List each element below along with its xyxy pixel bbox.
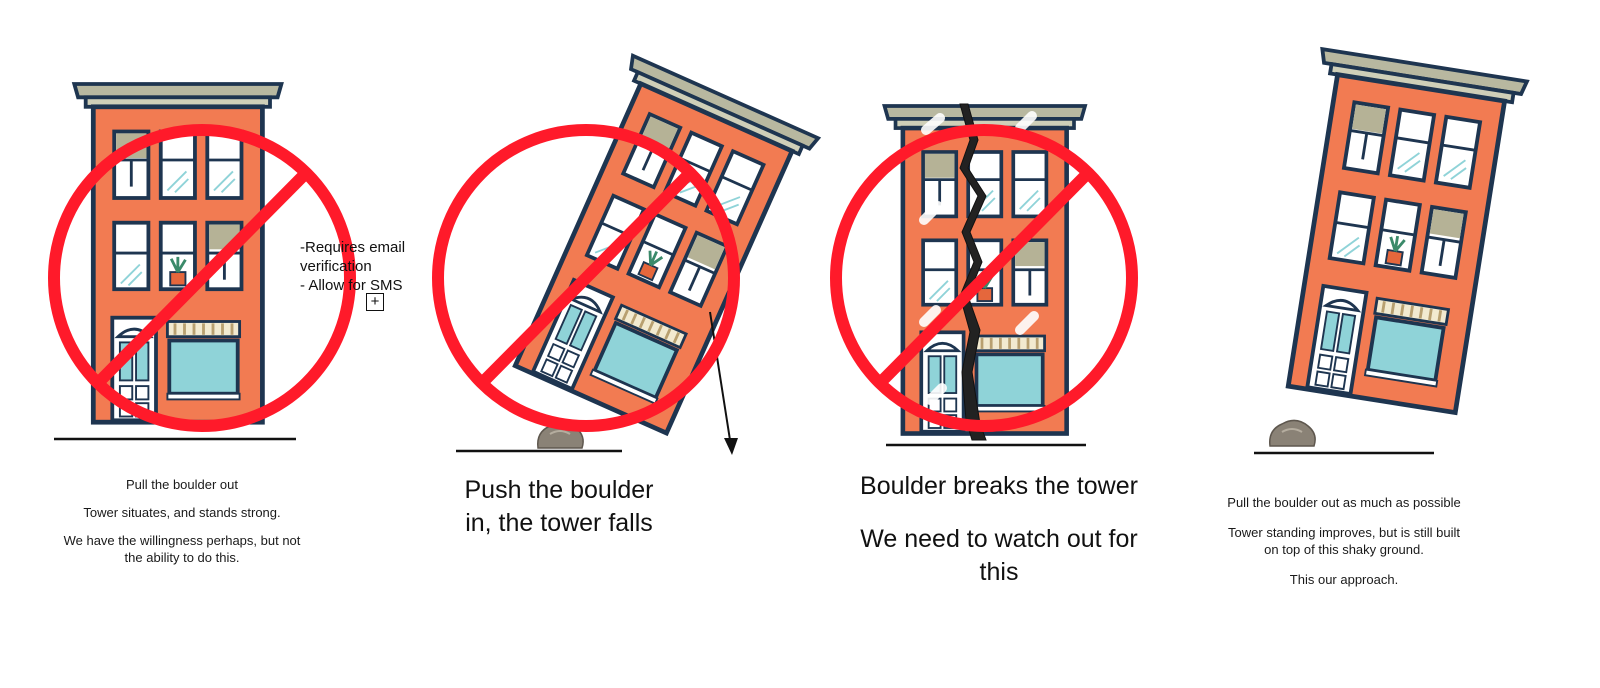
caption-text: Push the boulder in, the tower falls <box>464 476 654 537</box>
caption-group-2: Push the boulder in, the tower falls <box>448 474 670 540</box>
expand-plus-icon[interactable]: + <box>366 293 384 311</box>
caption-text: Tower standing improves, but is still bu… <box>1228 525 1460 557</box>
crack <box>959 103 987 441</box>
caption-text: We need to watch out for this <box>860 525 1138 586</box>
panel-approach: Pull the boulder out as much as possible… <box>1180 0 1600 688</box>
caption-group-4: Pull the boulder out as much as possible… <box>1222 494 1466 588</box>
caption-text: This our approach. <box>1289 572 1399 587</box>
caption-text: We have the willingness perhaps, but not… <box>63 533 301 565</box>
boulder <box>1268 419 1317 447</box>
caption-text: Tower situates, and stands strong. <box>83 505 281 520</box>
building-leaning <box>1254 0 1600 455</box>
caption-group-3: Boulder breaks the tower We need to watc… <box>856 470 1142 589</box>
building-cracked <box>820 103 1180 447</box>
caption-text: Pull the boulder out as much as possible <box>1227 495 1461 510</box>
fall-arrow <box>709 311 731 441</box>
panel-breaks: Boulder breaks the tower We need to watc… <box>820 0 1180 688</box>
sticky-note: -Requires email verification - Allow for… <box>300 238 430 295</box>
caption-text: Pull the boulder out <box>125 477 239 492</box>
note-line-2: verification <box>300 258 372 275</box>
caption-group-1: Pull the boulder out Tower situates, and… <box>62 476 302 566</box>
note-line-1: -Requires email <box>300 239 406 256</box>
building-upright <box>0 0 430 441</box>
arrow-head-icon <box>724 438 738 455</box>
building-falling <box>420 0 820 455</box>
smudge-marks <box>919 111 1039 405</box>
caption-text: Boulder breaks the tower <box>860 472 1138 500</box>
panel-pull-out: -Requires email verification - Allow for… <box>0 0 430 688</box>
panel-push-in: Push the boulder in, the tower falls <box>420 0 820 688</box>
note-line-3: - Allow for SMS <box>300 277 403 294</box>
